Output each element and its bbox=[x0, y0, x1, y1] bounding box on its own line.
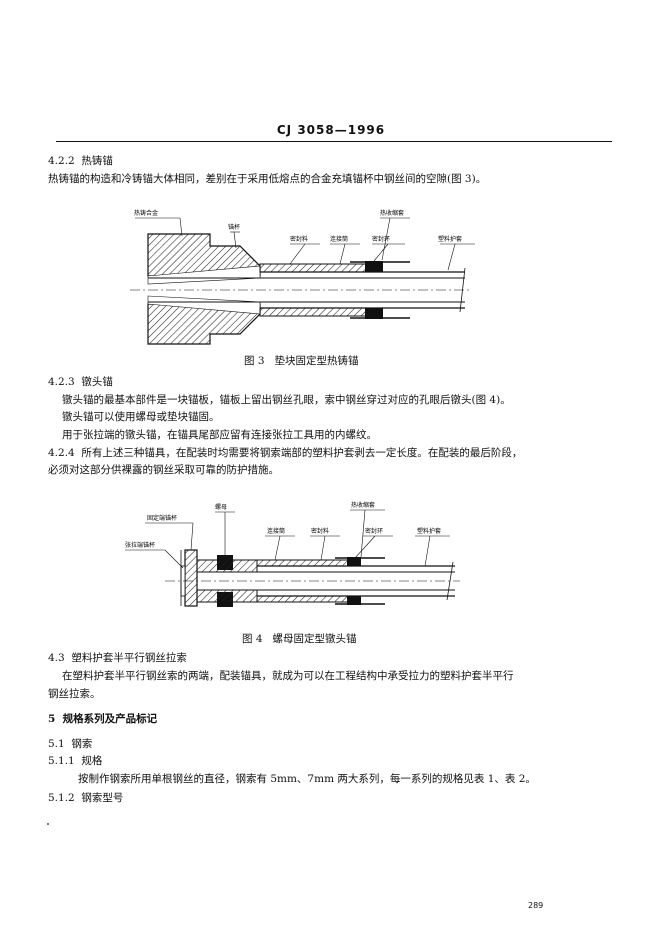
label-shrink-sleeve: 热收缩套 bbox=[351, 501, 375, 509]
paragraph: 钢丝拉索。 bbox=[48, 688, 101, 700]
section-title: 钢索型号 bbox=[81, 792, 124, 804]
page-header: CJ 3058—1996 bbox=[276, 123, 386, 137]
section-4-2-2-heading: 4.2.2 热铸锚 bbox=[48, 154, 113, 168]
paragraph: 必须对这部分供裸露的钢丝采取可靠的防护措施。 bbox=[48, 464, 279, 476]
label-tension-end-cup: 张拉端锚杯 bbox=[125, 541, 155, 549]
label-fixed-end-cup: 固定端锚杯 bbox=[147, 514, 177, 522]
section-number: 5.1.2 bbox=[48, 792, 75, 804]
figure-3-caption: 图 3 垫块固定型热铸锚 bbox=[244, 353, 359, 368]
section-5-heading: 5 规格系列及产品标记 bbox=[48, 712, 157, 726]
section-4-3-heading: 4.3 塑料护套半平行钢丝拉索 bbox=[48, 651, 187, 665]
label-sealant: 密封料 bbox=[290, 235, 308, 243]
section-title: 塑料护套半平行钢丝拉索 bbox=[71, 652, 187, 664]
section-number: 4.2.3 bbox=[48, 376, 75, 388]
paragraph: 热铸锚的构造和冷铸锚大体相同，差别在于采用低熔点的合金充填锚杯中钢丝间的空隙(图… bbox=[48, 173, 487, 185]
label-plastic-sheath: 塑料护套 bbox=[438, 235, 462, 243]
section-title: 镦头锚 bbox=[81, 376, 113, 388]
label-plastic-sheath: 塑料护套 bbox=[417, 527, 441, 535]
paragraph: 按制作钢索所用单根钢丝的直径，钢索有 5mm、7mm 两大系列，每一系列的规格见… bbox=[78, 773, 536, 785]
section-title: 规格系列及产品标记 bbox=[62, 713, 158, 725]
section-title: 热铸锚 bbox=[81, 155, 113, 167]
label-connector: 连接筒 bbox=[330, 235, 348, 243]
paragraph: 镦头锚的最基本部件是一块锚板，锚板上留出钢丝孔眼，索中钢丝穿过对应的孔眼后镦头(… bbox=[62, 394, 511, 406]
caption-number: 图 4 bbox=[242, 633, 263, 645]
section-5-1-heading: 5.1 钢索 bbox=[48, 737, 92, 751]
label-seal-ring: 密封环 bbox=[365, 527, 383, 535]
section-number: 4.3 bbox=[48, 652, 65, 664]
scan-dot bbox=[47, 823, 49, 825]
label-sealant: 密封料 bbox=[311, 527, 329, 535]
paragraph: 镦头锚可以使用螺母或垫块锚固。 bbox=[62, 411, 220, 423]
figure-3-hot-cast-anchor: 热铸合金 锚杯 密封料 连接筒 热收缩套 密封环 塑料护套 bbox=[130, 209, 475, 345]
label-nut: 螺母 bbox=[215, 503, 227, 511]
label-seal-ring: 密封环 bbox=[372, 235, 390, 243]
figure-4-caption: 图 4 螺母固定型镦头锚 bbox=[242, 631, 357, 646]
section-title: 规格 bbox=[81, 755, 103, 767]
section-4-2-3-heading: 4.2.3 镦头锚 bbox=[48, 375, 113, 389]
section-number: 4.2.4 bbox=[48, 447, 75, 459]
section-5-1-2-heading: 5.1.2 钢索型号 bbox=[48, 791, 123, 805]
section-number: 5.1 bbox=[48, 738, 65, 750]
section-number: 5.1.1 bbox=[48, 755, 75, 767]
label-hot-cast-alloy: 热铸合金 bbox=[134, 209, 158, 217]
label-anchor-cup: 锚杯 bbox=[228, 223, 240, 231]
paragraph: 在塑料护套半平行钢丝索的两端，配装锚具，就成为可以在工程结构中承受拉力的塑料护套… bbox=[62, 670, 514, 682]
caption-text: 垫块固定型热铸锚 bbox=[274, 355, 359, 367]
figure-4-upset-head-anchor: 固定端锚杯 螺母 张拉端锚杯 连接筒 密封料 热收缩套 密封环 塑料护套 bbox=[125, 501, 460, 607]
caption-text: 螺母固定型镦头锚 bbox=[272, 633, 357, 645]
paragraph-line: 所有上述三种锚具，在配装时均需要将钢索端部的塑料护套剥去一定长度。在配装的最后阶… bbox=[81, 447, 523, 459]
section-number: 4.2.2 bbox=[48, 155, 75, 167]
label-shrink-sleeve: 热收缩套 bbox=[380, 209, 404, 217]
caption-number: 图 3 bbox=[244, 355, 265, 367]
paragraph: 用于张拉端的镦头锚，在锚具尾部应留有连接张拉工具用的内螺纹。 bbox=[62, 429, 377, 441]
header-rule bbox=[56, 141, 612, 142]
section-number: 5 bbox=[48, 713, 56, 725]
section-5-1-1-heading: 5.1.1 规格 bbox=[48, 754, 102, 768]
page-number: 289 bbox=[528, 901, 544, 910]
section-title: 钢索 bbox=[71, 738, 93, 750]
section-4-2-4-paragraph: 4.2.4 所有上述三种锚具，在配装时均需要将钢索端部的塑料护套剥去一定长度。在… bbox=[48, 446, 522, 460]
label-connector: 连接筒 bbox=[267, 527, 285, 535]
